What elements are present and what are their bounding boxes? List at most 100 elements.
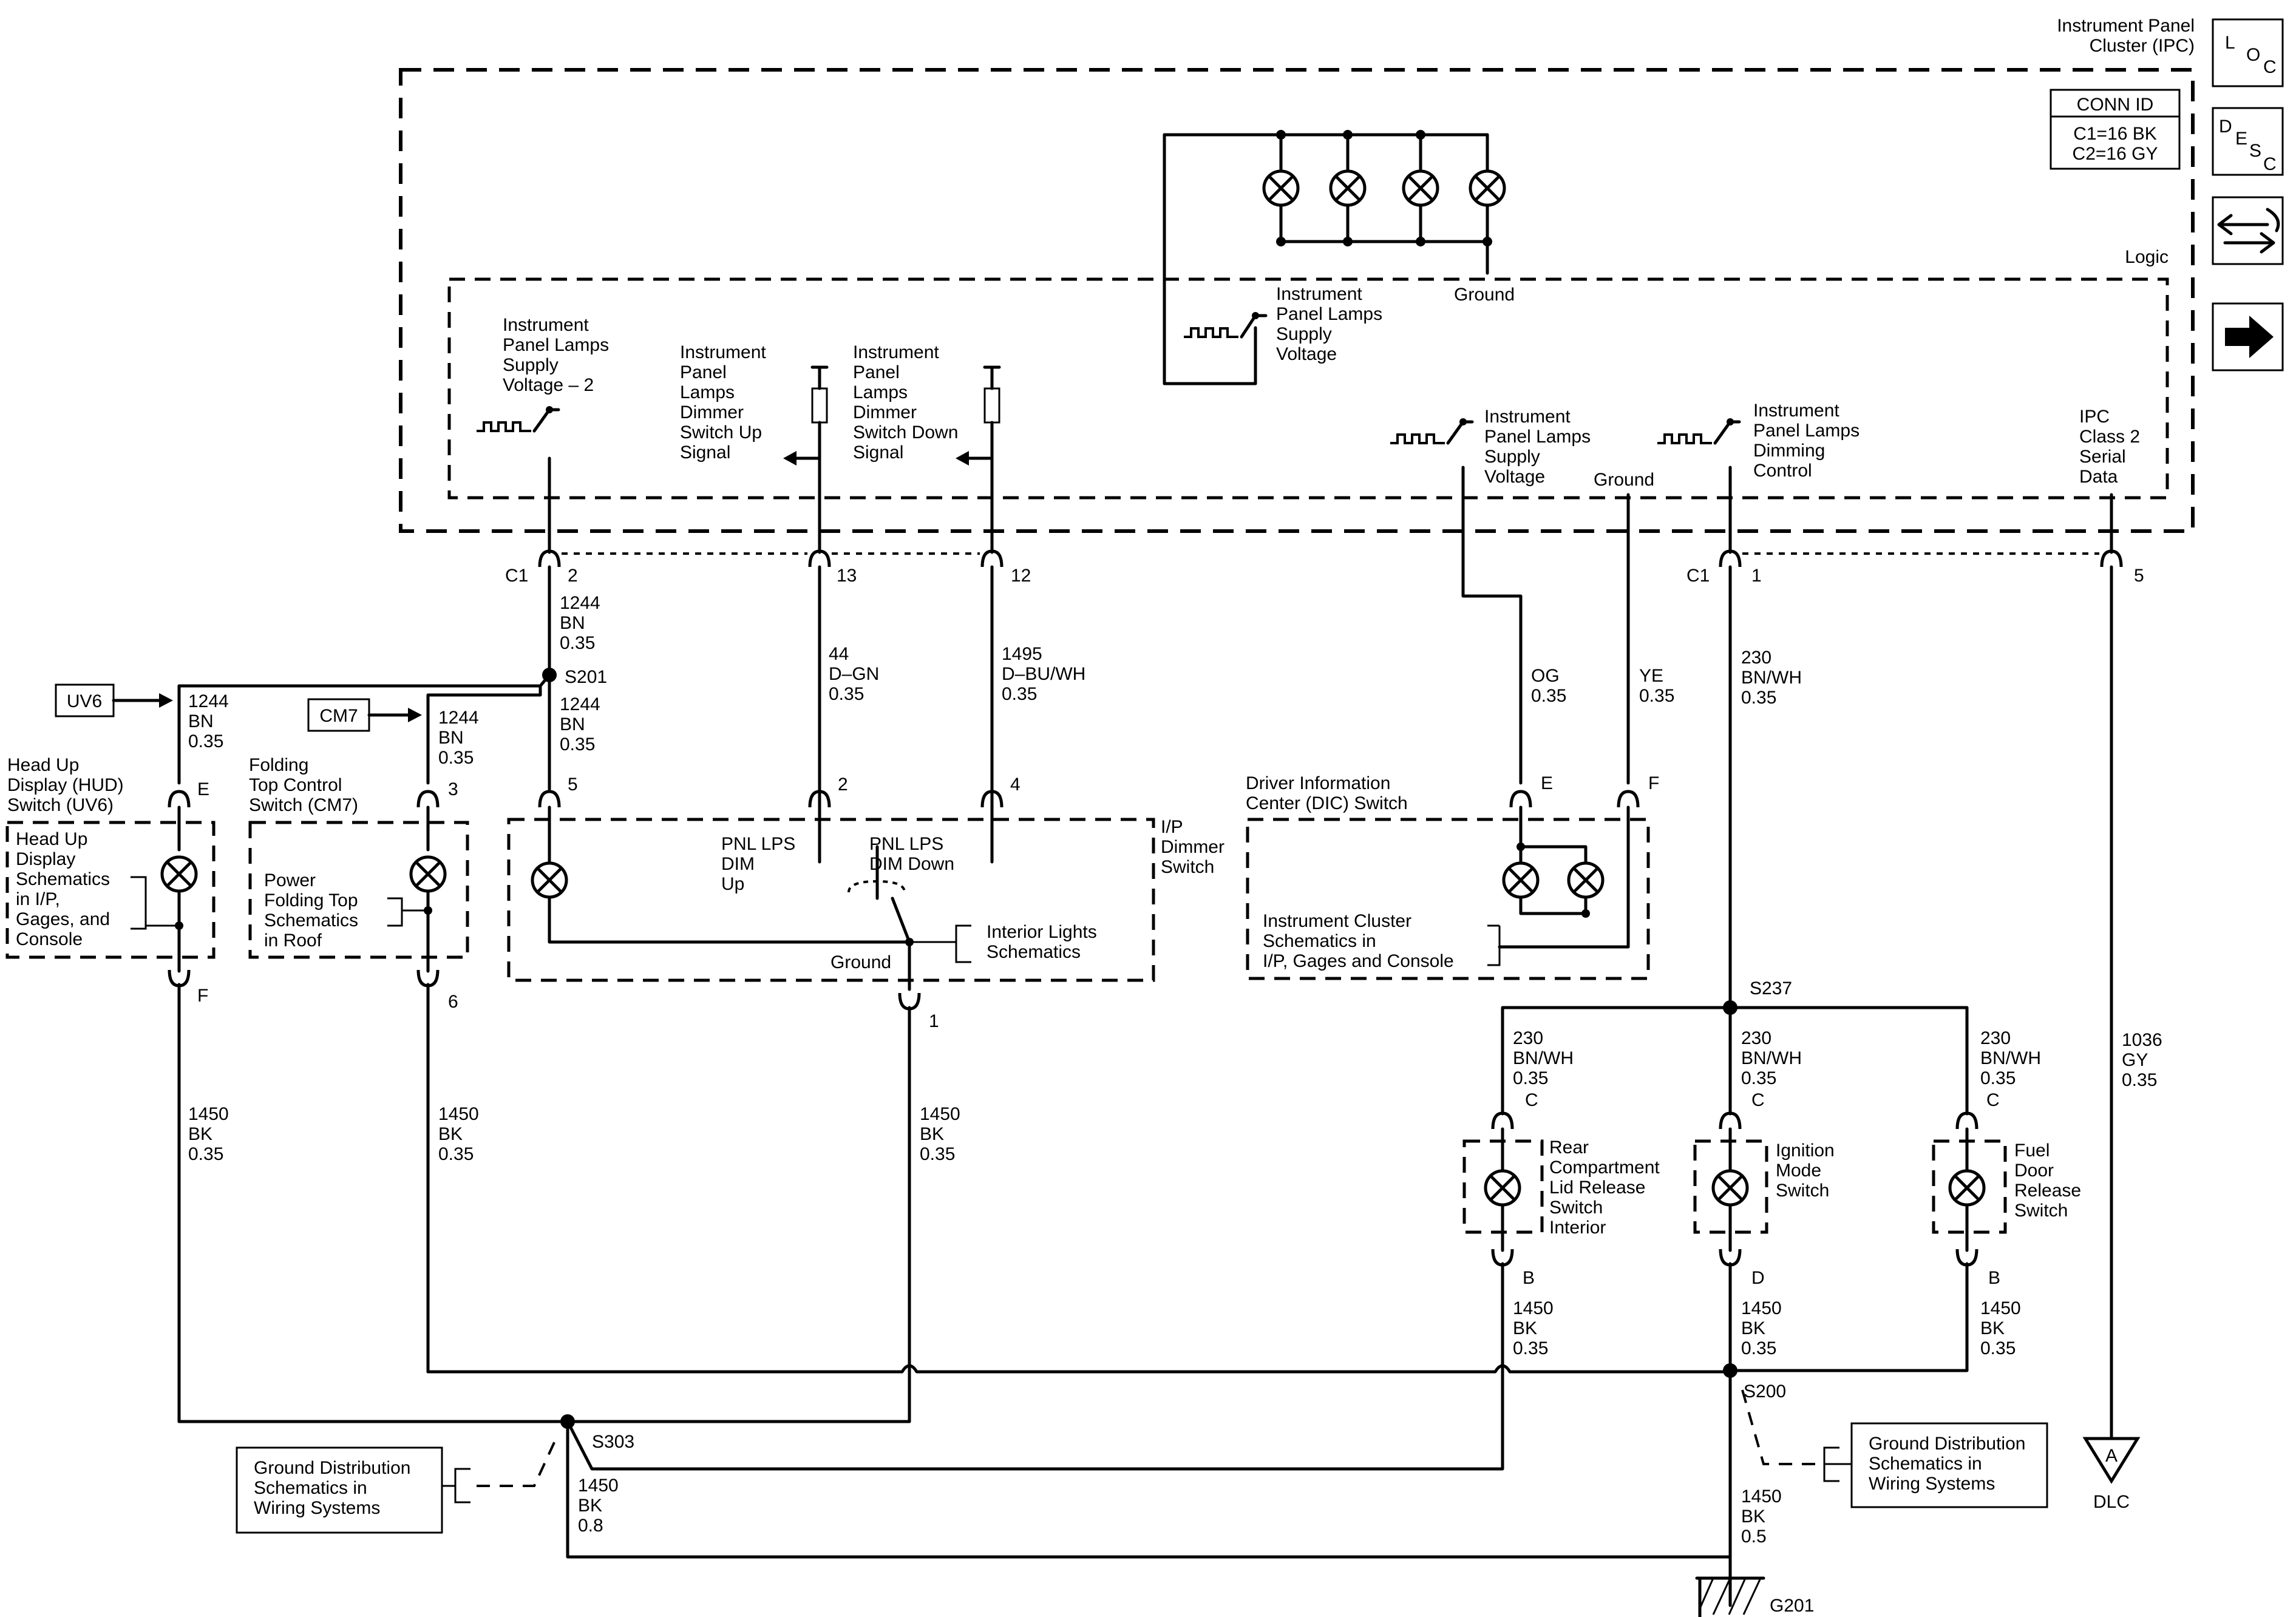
svg-text:1450: 1450 bbox=[1741, 1486, 1782, 1507]
folding-top-switch: Folding Top Control Switch (CM7) 3 6 bbox=[248, 755, 469, 1374]
svg-text:Mode: Mode bbox=[1776, 1161, 1821, 1181]
svg-text:Lamps: Lamps bbox=[853, 382, 908, 402]
svg-text:BK: BK bbox=[188, 1124, 212, 1144]
svg-text:6: 6 bbox=[448, 992, 458, 1012]
svg-text:1450: 1450 bbox=[1980, 1298, 2021, 1318]
svg-text:Dimmer: Dimmer bbox=[1161, 837, 1224, 857]
wire-og-label: OG 0.35 bbox=[1531, 666, 1566, 706]
tools-icon[interactable] bbox=[2212, 196, 2284, 265]
svg-text:Console: Console bbox=[16, 929, 83, 949]
svg-text:BK: BK bbox=[920, 1124, 944, 1144]
svg-text:Switch Up: Switch Up bbox=[680, 422, 762, 442]
svg-text:C: C bbox=[1986, 1090, 2000, 1110]
svg-text:BK: BK bbox=[438, 1124, 463, 1144]
svg-text:BN/WH: BN/WH bbox=[1980, 1048, 2041, 1068]
svg-text:1495: 1495 bbox=[1002, 644, 1042, 664]
svg-text:E: E bbox=[1541, 773, 1553, 793]
dlc-terminal: A DLC bbox=[2082, 1437, 2141, 1512]
svg-text:Display (HUD): Display (HUD) bbox=[7, 775, 124, 795]
svg-text:D: D bbox=[2219, 117, 2232, 137]
splice-s200-label: S200 bbox=[1744, 1381, 1786, 1402]
svg-text:Panel Lamps: Panel Lamps bbox=[1753, 421, 1860, 441]
svg-text:Supply: Supply bbox=[1276, 324, 1332, 344]
svg-text:PNL LPS: PNL LPS bbox=[869, 834, 943, 854]
splice-s200 bbox=[1723, 1363, 1737, 1378]
ipc-lamp-array bbox=[1163, 130, 1504, 385]
svg-text:I/P: I/P bbox=[1161, 817, 1183, 837]
svg-text:13: 13 bbox=[837, 566, 857, 586]
svg-text:Door: Door bbox=[2014, 1161, 2054, 1181]
loc-icon[interactable]: L O C bbox=[2212, 18, 2284, 87]
wire-44-label: 44 D–GN 0.35 bbox=[829, 644, 879, 704]
svg-text:C2=16 GY: C2=16 GY bbox=[2073, 144, 2158, 164]
wire-230-top-label: 230 BN/WH 0.35 bbox=[1741, 648, 1802, 708]
svg-text:Data: Data bbox=[2079, 467, 2118, 487]
svg-text:in I/P,: in I/P, bbox=[16, 889, 60, 909]
svg-text:Switch: Switch bbox=[1549, 1198, 1603, 1218]
svg-text:Schematics in: Schematics in bbox=[1869, 1454, 1982, 1474]
ipc-title: Instrument Panel Cluster (IPC) bbox=[2057, 16, 2195, 56]
svg-text:E: E bbox=[2235, 129, 2247, 149]
svg-text:B: B bbox=[1523, 1268, 1535, 1288]
svg-text:Instrument: Instrument bbox=[1276, 284, 1362, 304]
next-arrow-icon[interactable] bbox=[2212, 302, 2284, 371]
svg-text:C: C bbox=[2263, 154, 2277, 174]
svg-text:C1: C1 bbox=[505, 566, 528, 586]
svg-text:Panel: Panel bbox=[680, 362, 727, 382]
svg-text:1244: 1244 bbox=[438, 708, 479, 728]
ground-bus-upper bbox=[426, 1364, 1732, 1374]
svg-text:1036: 1036 bbox=[2122, 1030, 2162, 1050]
svg-text:BN: BN bbox=[438, 728, 464, 748]
svg-text:0.35: 0.35 bbox=[1980, 1338, 2016, 1358]
dim-up-signal-circuit bbox=[783, 365, 829, 554]
svg-text:Class 2: Class 2 bbox=[2079, 427, 2140, 447]
svg-text:DLC: DLC bbox=[2093, 1492, 2130, 1512]
svg-text:Driver Information: Driver Information bbox=[1246, 773, 1390, 793]
ipc-ground-top: Ground bbox=[1454, 285, 1515, 305]
svg-text:Compartment: Compartment bbox=[1549, 1158, 1660, 1178]
svg-text:Dimmer: Dimmer bbox=[680, 402, 744, 422]
svg-text:0.5: 0.5 bbox=[1741, 1527, 1767, 1547]
wire-s303-g201 bbox=[566, 1420, 1732, 1559]
svg-text:C1: C1 bbox=[1686, 566, 1710, 586]
svg-text:BK: BK bbox=[1741, 1318, 1765, 1338]
svg-text:Up: Up bbox=[721, 874, 744, 894]
svg-text:230: 230 bbox=[1741, 648, 1771, 668]
wire-230-fd-label: 230 BN/WH 0.35 bbox=[1980, 1028, 2041, 1088]
wire-1450-cm7-label: 1450 BK 0.35 bbox=[438, 1104, 479, 1164]
svg-text:1450: 1450 bbox=[1513, 1298, 1554, 1318]
svg-text:Folding: Folding bbox=[249, 755, 308, 775]
svg-text:Serial: Serial bbox=[2079, 447, 2126, 467]
svg-text:C: C bbox=[2263, 57, 2277, 77]
hud-switch: Head Up Display (HUD) Switch (UV6) E F bbox=[5, 755, 216, 1423]
svg-text:Panel: Panel bbox=[853, 362, 900, 382]
svg-text:UV6: UV6 bbox=[67, 691, 102, 711]
svg-text:Ground Distribution: Ground Distribution bbox=[1869, 1434, 2025, 1454]
wire-1450-s303-label: 1450 BK 0.8 bbox=[578, 1476, 619, 1536]
svg-text:E: E bbox=[197, 779, 209, 799]
svg-text:Wiring Systems: Wiring Systems bbox=[1869, 1474, 1995, 1494]
svg-text:F: F bbox=[1648, 773, 1659, 793]
svg-text:Instrument: Instrument bbox=[680, 342, 766, 362]
svg-text:CONN ID: CONN ID bbox=[2077, 95, 2154, 115]
wire-1450-dim-label: 1450 BK 0.35 bbox=[920, 1104, 960, 1164]
ignition-mode-label: Ignition Mode Switch bbox=[1776, 1141, 1835, 1201]
desc-icon[interactable]: D E S C bbox=[2212, 107, 2284, 176]
svg-text:Folding Top: Folding Top bbox=[264, 890, 358, 910]
svg-text:Schematics: Schematics bbox=[987, 942, 1081, 962]
svg-text:Ignition: Ignition bbox=[1776, 1141, 1835, 1161]
svg-text:BN/WH: BN/WH bbox=[1741, 1048, 1802, 1068]
svg-text:0.35: 0.35 bbox=[560, 633, 595, 653]
svg-text:0.35: 0.35 bbox=[2122, 1070, 2157, 1090]
svg-text:A: A bbox=[2105, 1446, 2118, 1466]
wire-1244-hud-label: 1244 BN 0.35 bbox=[188, 691, 229, 751]
wire-1450-hud-label: 1450 BK 0.35 bbox=[188, 1104, 229, 1164]
interior-lights-label: Interior Lights Schematics bbox=[987, 922, 1097, 962]
svg-text:Switch (UV6): Switch (UV6) bbox=[7, 795, 114, 815]
svg-text:Schematics in: Schematics in bbox=[1263, 931, 1376, 951]
svg-text:B: B bbox=[1988, 1268, 2000, 1288]
ground-dist-left: Ground Distribution Schematics in Wiring… bbox=[236, 1439, 557, 1534]
wire-1244-mid-label: 1244 BN 0.35 bbox=[560, 694, 600, 754]
svg-text:Switch (CM7): Switch (CM7) bbox=[249, 795, 358, 815]
svg-text:F: F bbox=[197, 986, 208, 1006]
